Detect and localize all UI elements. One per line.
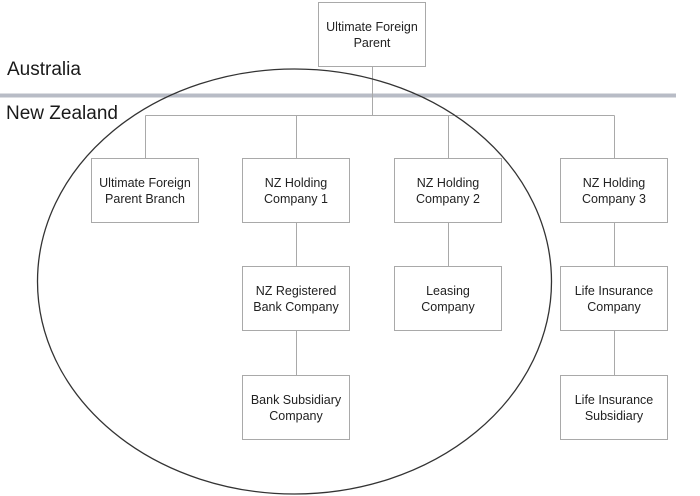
node-label-line1: Ultimate Foreign <box>326 19 418 34</box>
node-label-line2: Company 1 <box>264 191 328 206</box>
region-label-australia: Australia <box>7 59 81 80</box>
node-label-line1: Ultimate Foreign <box>99 175 191 190</box>
connectors <box>145 67 615 375</box>
node-label-line2: Parent <box>353 35 391 50</box>
node-label-line1: NZ Registered <box>255 283 337 298</box>
node-label-line2: Parent Branch <box>105 191 185 206</box>
node-label-line1: NZ Holding <box>416 175 480 190</box>
node-label-line2: Company 2 <box>416 191 480 206</box>
node-label-line2: Subsidiary <box>584 408 644 423</box>
node-label-line2: Company <box>421 299 475 314</box>
node-label-line1: Leasing <box>426 283 470 298</box>
node-label-line1: NZ Holding <box>582 175 646 190</box>
node-label-line2: Company 3 <box>582 191 646 206</box>
node-label-line1: Life Insurance <box>574 392 654 407</box>
node-label-line2: Bank Company <box>253 299 339 314</box>
node-label-line1: NZ Holding <box>264 175 328 190</box>
region-label-new-zealand: New Zealand <box>6 103 118 124</box>
node-label-line1: Bank Subsidiary <box>250 392 342 407</box>
node-label-line1: Life Insurance <box>574 283 654 298</box>
node-label-line2: Company <box>269 408 323 423</box>
node-label-line2: Company <box>587 299 641 314</box>
